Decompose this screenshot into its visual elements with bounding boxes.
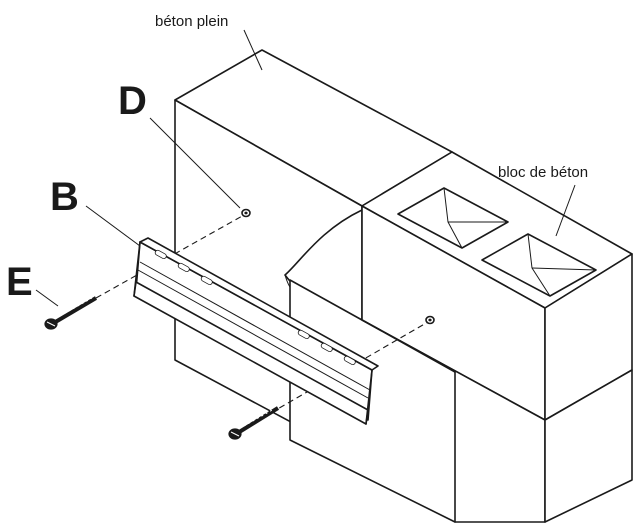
- concrete-block-upper: [361, 151, 633, 421]
- drill-hole-lower: [425, 315, 435, 325]
- mounting-bracket: [133, 237, 379, 425]
- callout-b: B: [50, 175, 79, 219]
- label-solid-concrete: béton plein: [155, 13, 228, 30]
- screw-lower: [228, 406, 280, 440]
- label-concrete-block: bloc de béton: [498, 164, 588, 181]
- leader-solid-concrete: [243, 29, 263, 71]
- drill-hole-upper: [241, 208, 251, 218]
- leader-d: [149, 117, 241, 209]
- leader-b: [85, 205, 141, 247]
- callout-e: E: [6, 260, 33, 304]
- leader-e: [35, 289, 59, 307]
- callout-d: D: [118, 79, 147, 123]
- concrete-block-lower: [289, 279, 633, 523]
- leader-concrete-block: [555, 184, 576, 237]
- screw-upper: [44, 296, 98, 330]
